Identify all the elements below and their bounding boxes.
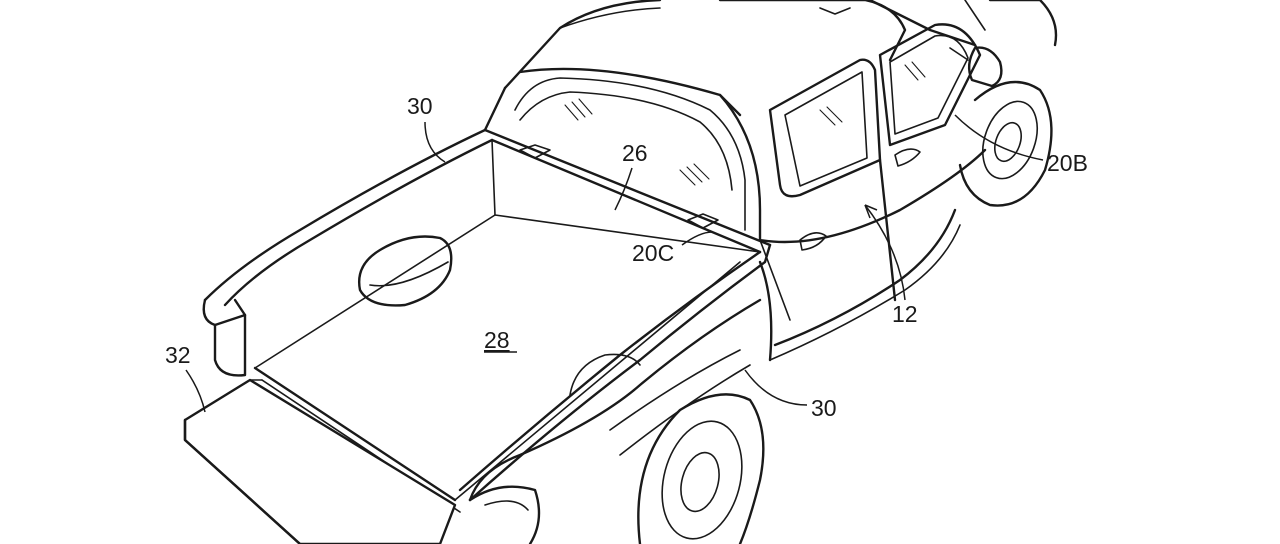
cab-outline — [485, 0, 975, 240]
ref-label-12: 12 — [892, 301, 918, 327]
ref-label-28: 28 — [484, 327, 510, 353]
leader-20B — [955, 115, 1043, 160]
ref-label-32: 32 — [165, 342, 191, 368]
ref-label-30-top: 30 — [407, 93, 433, 119]
leader-12 — [865, 205, 905, 300]
tailgate — [185, 380, 455, 544]
rear-quarter — [470, 262, 771, 544]
leader-30-top — [425, 122, 445, 162]
ref-label-20C: 20C — [632, 240, 674, 266]
ref-label-20B: 20B — [1047, 150, 1088, 176]
leader-30-bottom — [745, 370, 807, 405]
front-wheel — [960, 82, 1051, 206]
ref-label-30-bottom: 30 — [811, 395, 837, 421]
reference-labels: 30 26 20C 20B 12 28 30 32 — [165, 93, 1088, 421]
leader-32 — [186, 370, 205, 412]
ref-label-26: 26 — [622, 140, 648, 166]
glass-hatching — [565, 62, 925, 185]
